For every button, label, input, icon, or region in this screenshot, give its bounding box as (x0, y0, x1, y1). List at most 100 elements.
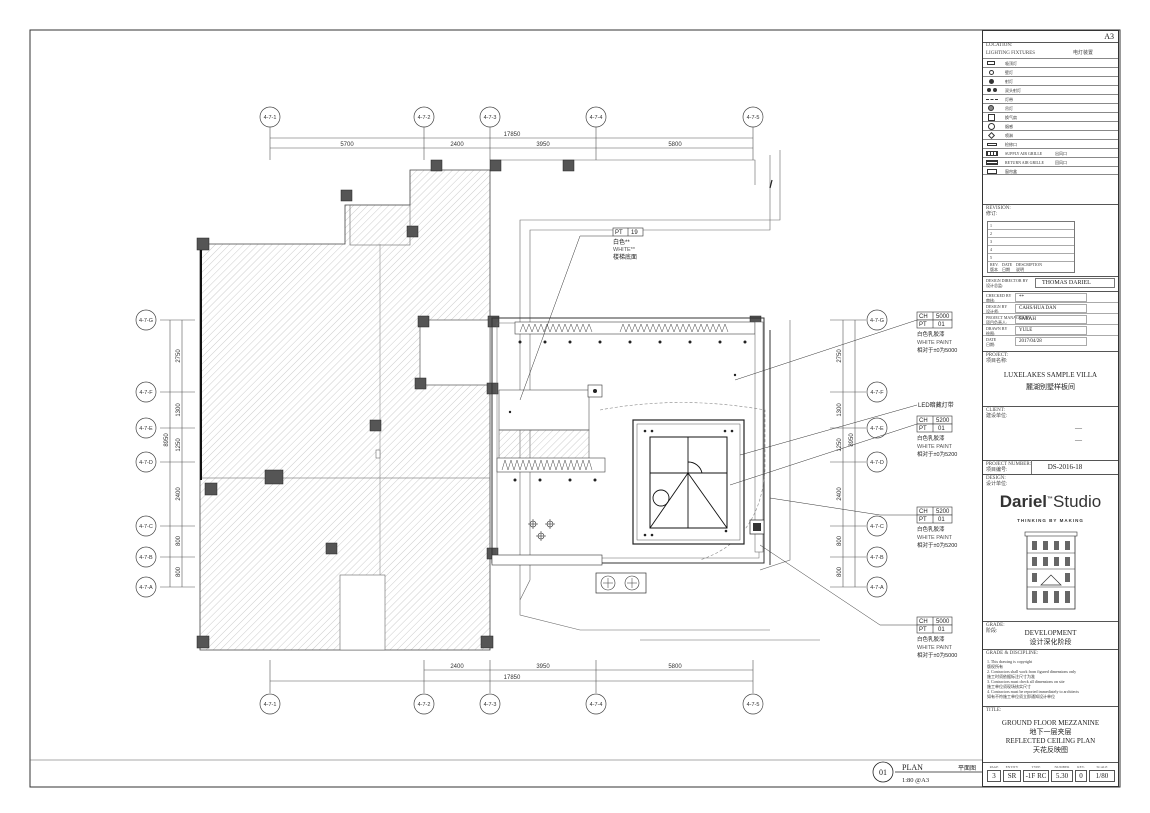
grid-bubble-left-f: 4-7-F (135, 381, 157, 403)
divider (983, 42, 1118, 43)
led-strip-leader (739, 404, 918, 456)
svg-text:4-7-C: 4-7-C (870, 524, 884, 530)
legend-row: 双头射灯 (983, 85, 1118, 94)
grade-value: DEVELOPMENT (1024, 629, 1077, 637)
info-page: 3 (987, 770, 1001, 782)
top-dim-2: 2400 (450, 142, 464, 148)
ch3-pt: PT (919, 517, 927, 523)
ch4-line3: 相对于±0为5000 (917, 651, 957, 659)
ch2-line3: 相对于±0为5200 (917, 450, 957, 458)
info-header-page: PAGE (989, 765, 999, 769)
svg-text:4-7-1: 4-7-1 (264, 115, 277, 121)
project-name-cn: 麓湖别墅样板间 (1026, 383, 1075, 391)
grid-bubble-left-g: 4-7-G (135, 309, 157, 331)
small-marker (375, 449, 381, 459)
opening-block (339, 574, 386, 651)
fixtures-label-cn: 电灯装置 (1073, 51, 1094, 56)
right-dim-3: 1250 (837, 438, 843, 452)
small-dot-fixture-2 (733, 373, 737, 377)
divider (983, 276, 1118, 277)
legend-text: 壁灯 (1005, 70, 1013, 75)
pt19-line2: WHITE** (613, 247, 636, 253)
ch2-value: 5200 (936, 418, 950, 424)
divider (983, 649, 1118, 650)
grade-label-cn: 阶段: (986, 629, 998, 634)
ch3-code: CH (919, 509, 928, 515)
title-line4: 天花反映图 (1033, 746, 1068, 754)
downlights-top-row (518, 340, 747, 344)
legend-row: 换气扇 (983, 112, 1118, 121)
plan-name: PLAN (902, 763, 923, 772)
ch3-line3: 相对于±0为5200 (917, 541, 957, 549)
client-label: CLIENT: (986, 408, 1005, 413)
right-dim-5: 800 (837, 535, 843, 546)
left-dim-5: 800 (176, 535, 182, 546)
hatched-slab-area (199, 169, 491, 651)
ch1-pt: PT (919, 322, 927, 328)
smoke-detector-icon (988, 123, 995, 130)
studio-tagline: THINKING BY MAKING (1017, 518, 1084, 523)
pendant-fixtures (528, 519, 555, 541)
svg-text:4-7-A: 4-7-A (139, 585, 153, 591)
project-number-label-cn: 项目编号: (986, 468, 1008, 473)
right-dim-1: 2750 (837, 349, 843, 363)
ch3-line2: WHITE PAINT (917, 535, 953, 541)
svg-text:4-7-2: 4-7-2 (418, 115, 431, 121)
curtain-zigzag-top (519, 323, 729, 333)
right-dim-4: 2400 (837, 487, 843, 501)
revision-table: 1 2 3 4 5 REV. DATE DESCRIPTION 版本 日期 说明 (987, 221, 1075, 273)
grid-bubble-bottom-1: 4-7-1 (259, 693, 281, 715)
info-rev: 0 (1075, 770, 1087, 782)
title-label: TITLE: (986, 708, 1002, 713)
top-dimension-lines (269, 125, 754, 160)
downlights-mid-row (513, 478, 597, 482)
legend-row: 灯带 (983, 94, 1118, 103)
left-dim-2: 1300 (176, 403, 182, 417)
note-line: 版权所有 (987, 664, 1003, 669)
led-strip-icon (986, 99, 998, 100)
svg-text:4-7-3: 4-7-3 (484, 115, 497, 121)
right-dim-2: 1300 (837, 403, 843, 417)
legend-text: 喷淋 (1005, 133, 1013, 138)
ch4-line2: WHITE PAINT (917, 645, 953, 651)
callout-ch-3 (769, 497, 953, 524)
divider (983, 706, 1118, 707)
top-dim-1: 5700 (340, 142, 354, 148)
client-line2: — (1075, 436, 1082, 444)
svg-text:4-7-F: 4-7-F (139, 390, 153, 396)
grid-bubble-right-f: 4-7-F (866, 381, 888, 403)
svg-text:4-7-E: 4-7-E (139, 426, 153, 432)
legend-text: 烟感 (1005, 124, 1013, 129)
ch3-pt-value: 01 (938, 517, 945, 523)
left-dimension-lines (160, 319, 195, 588)
plan-label (872, 761, 982, 783)
design-director-row: DESIGN DIRECTOR BY 设计总监: THOMAS DARIEL (983, 277, 1118, 289)
svg-text:4-7-B: 4-7-B (139, 555, 153, 561)
ch1-line3: 相对于±0为5000 (917, 346, 957, 354)
return-air-icon (986, 160, 998, 165)
callout-ch-4 (759, 544, 953, 634)
svg-text:4-7-A: 4-7-A (870, 585, 884, 591)
pt19-num: 19 (631, 230, 638, 236)
legend-text-cn: 回风口 (1055, 160, 1067, 165)
ch1-line2: WHITE PAINT (917, 340, 953, 346)
right-total-dim: 8950 (849, 433, 855, 447)
grid-bubble-left-a: 4-7-A (135, 576, 157, 598)
grid-bubble-left-b: 4-7-B (135, 546, 157, 568)
callout-ch-2 (729, 415, 953, 486)
divider (983, 460, 1118, 461)
divider (983, 204, 1118, 205)
grid-bubble-top-4: 4-7-4 (585, 106, 607, 128)
ch2-code: CH (919, 418, 928, 424)
note-line: 施工时须依据标注尺寸为准 (987, 674, 1035, 679)
bottom-dim-3: 5800 (668, 664, 682, 670)
grid-bubble-right-g: 4-7-G (866, 309, 888, 331)
curtain-box-right (754, 321, 764, 553)
left-dim-3: 1250 (176, 438, 182, 452)
note-line: 2. Contractors shall work from figured d… (987, 669, 1077, 674)
wall-light-icon (989, 70, 994, 75)
pt19-code: PT (615, 230, 623, 236)
ch4-pt-value: 01 (938, 627, 945, 633)
svg-text:4-7-D: 4-7-D (870, 460, 884, 466)
